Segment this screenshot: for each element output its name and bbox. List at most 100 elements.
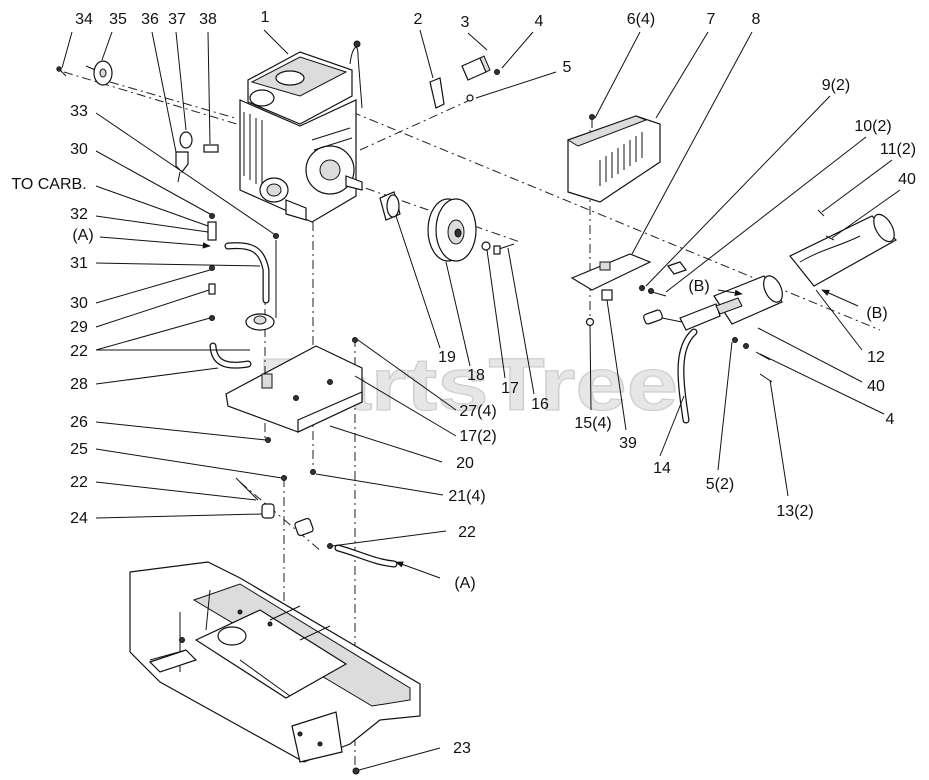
leader-9 — [645, 95, 831, 287]
leader-31 — [95, 262, 261, 267]
leader-6 — [594, 31, 641, 119]
callout-5-2: 5(2) — [706, 476, 734, 493]
callout-1: 1 — [261, 9, 270, 26]
leader-20 — [329, 425, 443, 463]
pulley-18 — [427, 198, 477, 262]
callout-17: 17 — [501, 380, 519, 397]
leader-b-right — [821, 289, 859, 307]
callout-34: 34 — [75, 11, 93, 28]
callout-6: 6(4) — [627, 11, 655, 28]
callout-28: 28 — [70, 376, 88, 393]
fitting-37 — [179, 131, 193, 149]
leader-12 — [815, 289, 863, 351]
callout-32: 32 — [70, 206, 88, 223]
leader-14 — [659, 395, 685, 457]
fuel-fittings — [207, 213, 279, 321]
fuel-filter-24 — [235, 477, 333, 549]
leader-22d — [331, 530, 447, 547]
washer-17 — [481, 241, 491, 251]
callout-2: 2 — [414, 11, 423, 28]
leader-4-bottom — [759, 353, 885, 415]
part-40-top — [825, 235, 835, 241]
leader-29 — [95, 289, 210, 328]
fuel-hose-a — [334, 544, 398, 568]
leader-10 — [665, 136, 867, 293]
callout-31: 31 — [70, 255, 88, 272]
frame — [129, 561, 421, 763]
callout-7: 7 — [707, 11, 716, 28]
screw-11 — [817, 209, 825, 217]
callout-11: 11(2) — [880, 141, 916, 158]
leader-26 — [95, 421, 267, 441]
washer-5 — [466, 94, 474, 102]
callout-37: 37 — [168, 11, 186, 28]
leader-5 — [475, 71, 557, 99]
callout-9: 9(2) — [822, 77, 850, 94]
callouts-left: 33 30 TO CARB. 32 (A) 31 30 29 22 28 26 … — [11, 103, 93, 527]
leader-16 — [507, 247, 535, 395]
leader-8 — [631, 31, 753, 255]
nut-23 — [352, 767, 360, 775]
callout-b-left: (B) — [688, 278, 709, 295]
callout-13: 13(2) — [776, 503, 813, 520]
callout-23: 23 — [453, 740, 471, 757]
callout-a-left: (A) — [72, 227, 93, 244]
callout-39: 39 — [619, 435, 637, 452]
leader-a-left — [99, 236, 211, 249]
leader-33 — [95, 112, 275, 235]
plate-8 — [570, 253, 652, 291]
callout-10: 10(2) — [854, 118, 891, 135]
callout-20: 20 — [456, 455, 474, 472]
screw-34 — [56, 66, 67, 77]
leader-30b — [95, 269, 211, 304]
callout-8: 8 — [752, 11, 761, 28]
callout-a-center: (A) — [454, 575, 475, 592]
nut-15 — [585, 317, 595, 327]
callout-4: 4 — [535, 13, 544, 30]
bolt-21 — [310, 469, 316, 475]
clamp-25 — [281, 475, 287, 481]
engine — [239, 40, 363, 223]
leader-27 — [357, 339, 457, 411]
callout-33: 33 — [70, 103, 88, 120]
leader-30a — [95, 150, 211, 215]
callout-26: 26 — [70, 414, 88, 431]
callout-to-carb: TO CARB. — [11, 176, 86, 193]
leader-a-center — [395, 561, 441, 579]
bolt-4 — [494, 69, 500, 75]
callouts-center: 19 18 17 16 27(4) 17(2) 20 21(4) 22 (A) … — [438, 349, 549, 757]
callout-12: 12 — [867, 349, 885, 366]
leader-38 — [207, 31, 211, 145]
spacer-19 — [379, 191, 401, 221]
callout-19: 19 — [438, 349, 456, 366]
callouts-right: (B) (B) 12 40 4 15(4) 39 14 5(2) 13(2) — [574, 278, 894, 520]
heat-shield-12 — [789, 213, 897, 287]
leader-7 — [655, 31, 709, 119]
leader-32 — [95, 215, 209, 233]
leader-3 — [467, 32, 488, 51]
clip-39 — [601, 289, 613, 301]
callout-36: 36 — [141, 11, 159, 28]
leader-37 — [175, 31, 187, 131]
leader-19 — [395, 215, 441, 349]
callout-40-bottom: 40 — [867, 378, 885, 395]
callout-30a: 30 — [70, 141, 88, 158]
leader-4 — [501, 31, 534, 69]
bolt-10 — [648, 288, 667, 297]
callout-5: 5 — [563, 59, 572, 76]
bolts-13 — [732, 337, 773, 383]
leader-b-left — [717, 289, 743, 296]
leader-lines — [61, 29, 901, 771]
plate-20 — [225, 345, 363, 433]
leader-23 — [358, 747, 441, 771]
shield-7 — [566, 115, 661, 203]
leader-40-bottom — [757, 327, 863, 383]
callout-b-right: (B) — [866, 305, 887, 322]
fuel-line-28 — [209, 342, 252, 369]
leader-34 — [61, 31, 73, 69]
leader-22c — [95, 481, 257, 501]
part-3 — [461, 55, 491, 81]
callout-30b: 30 — [70, 295, 88, 312]
bracket-2 — [429, 77, 445, 109]
